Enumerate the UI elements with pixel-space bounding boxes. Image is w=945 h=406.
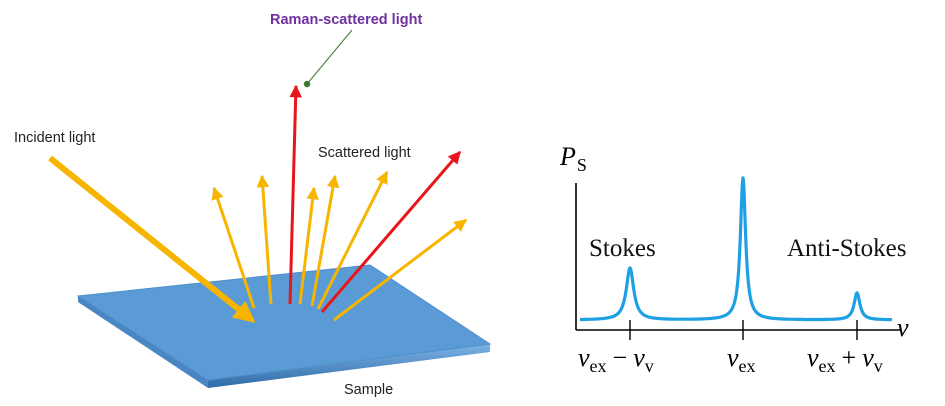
scattered-arrow — [256, 174, 273, 305]
tick-label-anti-stokes: νex+νv — [807, 343, 883, 376]
tick-label-stokes: νex−νv — [578, 343, 654, 376]
anti-stokes-label: Anti-Stokes — [787, 235, 906, 262]
raman-label-leader — [306, 29, 353, 85]
scattered-arrow — [310, 174, 340, 307]
scattered-light-label: Scattered light — [318, 145, 411, 161]
y-axis-symbol: PS — [559, 142, 587, 175]
spectrum-plot: PS ν Stokes Anti-Stokes νex−νv νex νex+ν… — [559, 142, 909, 376]
sample-plate-left-edge — [78, 296, 208, 388]
raman-arrows — [288, 84, 462, 313]
scattered-arrow — [316, 170, 389, 310]
sample-plate-top — [76, 264, 492, 381]
scattered-arrow — [298, 186, 319, 305]
tick-label-excitation: νex — [727, 343, 756, 376]
sample-label: Sample — [344, 382, 393, 398]
sample-plate — [76, 264, 492, 388]
sample-plate-front-edge — [208, 344, 490, 388]
scattered-arrow — [333, 218, 468, 322]
raman-arrow — [288, 84, 302, 305]
raman-arrow — [320, 151, 462, 313]
incident-beam-arrow — [48, 155, 256, 323]
stokes-label: Stokes — [589, 235, 656, 262]
scattered-arrow — [211, 186, 256, 309]
incident-light-label: Incident light — [14, 130, 95, 146]
spectrum-curve — [578, 176, 894, 322]
scattered-arrows — [211, 170, 468, 322]
raman-label-leader-dot — [303, 80, 311, 88]
raman-scattered-light-label: Raman-scattered light — [270, 12, 422, 28]
x-axis-symbol: ν — [897, 313, 909, 342]
